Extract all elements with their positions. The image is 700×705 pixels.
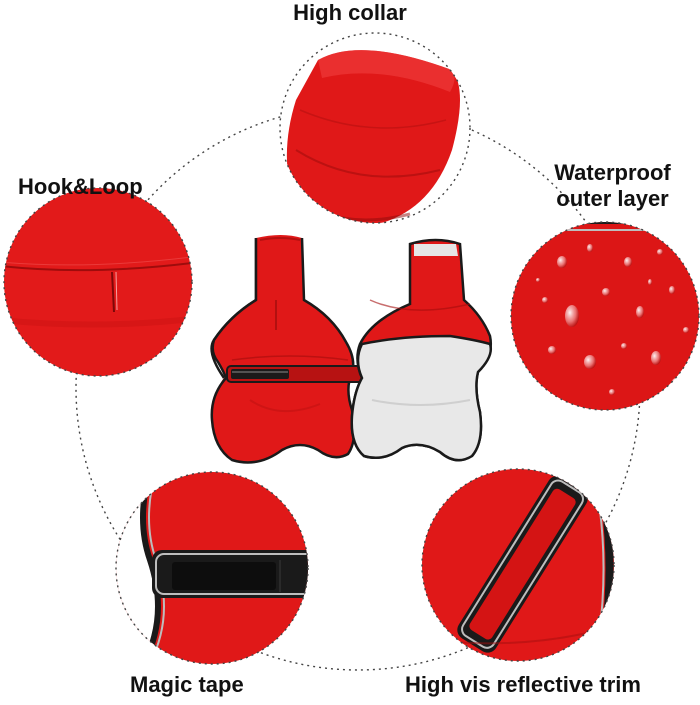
detail-high-collar bbox=[279, 32, 471, 224]
coat-lining-side bbox=[350, 238, 492, 462]
label-magic-tape: Magic tape bbox=[130, 672, 244, 697]
label-waterproof-line2: outer layer bbox=[556, 186, 669, 211]
detail-reflective-trim bbox=[421, 468, 615, 662]
label-high-collar: High collar bbox=[293, 0, 407, 25]
label-reflective-trim: High vis reflective trim bbox=[405, 672, 641, 697]
detail-magic-tape bbox=[115, 471, 309, 665]
detail-waterproof-layer bbox=[510, 221, 700, 411]
label-hook-loop: Hook&Loop bbox=[18, 174, 143, 199]
detail-hook-loop bbox=[3, 187, 193, 377]
label-waterproof: Waterproof outer layer bbox=[530, 160, 695, 212]
label-waterproof-line1: Waterproof bbox=[554, 160, 671, 185]
